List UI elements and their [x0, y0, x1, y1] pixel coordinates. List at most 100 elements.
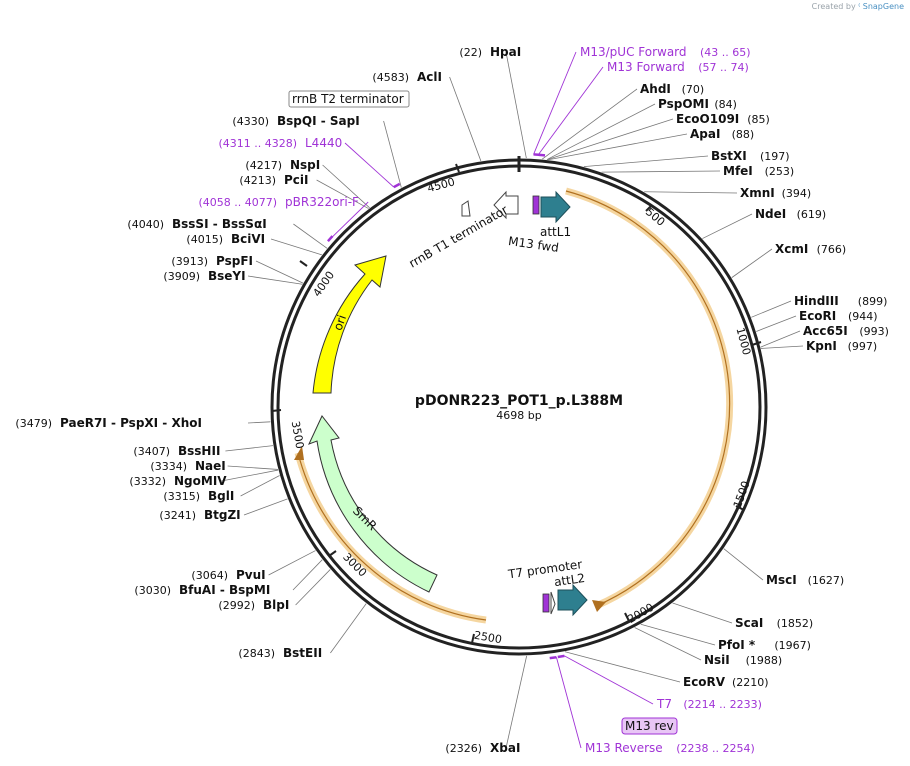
site-name: MscI [766, 573, 797, 587]
primer-m13-puc-forward: M13/pUC Forward(43 .. 65) [533, 45, 751, 157]
site-leader-line [293, 223, 328, 249]
site-position: (766) [817, 243, 847, 256]
primer-t7: T7(2214 .. 2233) [557, 654, 762, 711]
site-name: EcoRV [683, 675, 726, 689]
site-btgzi: BtgZI(3241) [159, 498, 288, 522]
site-leader-line [583, 155, 709, 167]
site-pvui: PvuI(3064) [191, 550, 316, 582]
primer-range: (2214 .. 2233) [683, 698, 762, 711]
site-name: NspI [290, 158, 320, 172]
site-ecori: EcoRI(944) [756, 309, 878, 332]
site-bseyi: BseYI(3909) [163, 269, 303, 285]
site-name: Acc65I [803, 324, 848, 338]
primer-m13-forward: M13 Forward(57 .. 74) [537, 60, 749, 157]
primer-leader-line [344, 142, 395, 188]
site-position: (4583) [372, 71, 409, 84]
site-leader-line [547, 118, 674, 160]
primer-binding-mark [327, 235, 334, 242]
site-leader-line [760, 330, 801, 348]
primer-leader-line [537, 66, 604, 156]
site-leader-line [383, 120, 402, 188]
site-acc65i: Acc65I (993) [760, 324, 889, 348]
site-msci: MscI(1627) [723, 548, 844, 587]
site-name: BstEII [283, 646, 322, 660]
site-leader-line [723, 548, 764, 581]
site-position: (993) [859, 325, 889, 338]
site-acli: AclI (4583) [372, 70, 482, 162]
site-position: (2210) [732, 676, 769, 689]
site-name: NgoMIV [174, 474, 227, 488]
attl2-arrow [557, 583, 588, 617]
site-leader-line [756, 315, 797, 332]
site-name: BciVI [231, 232, 265, 246]
tick-4500-label: 4500 [426, 175, 456, 195]
site-position: (3479) [15, 417, 52, 430]
site-leader-line [601, 170, 721, 173]
tick-1000 [751, 341, 762, 346]
site-name: XcmI [775, 242, 808, 256]
site-xbai: XbaI(2326) [445, 655, 528, 755]
site-name: PfoI * [718, 638, 756, 652]
site-position: (197) [760, 150, 790, 163]
site-position: (88) [732, 128, 755, 141]
orf-arc-main-head [592, 600, 606, 612]
site-position: (1852) [777, 617, 814, 630]
site-position: (3315) [163, 490, 200, 503]
attl1-label: attL1 [540, 225, 571, 239]
primer-range: (2238 .. 2254) [676, 742, 755, 755]
site-apai: ApaI (88) [548, 127, 755, 161]
tick-3500 [271, 409, 282, 412]
site-leader-line [546, 103, 656, 160]
primer-name: M13 Forward [607, 60, 685, 74]
site-leader-line [505, 51, 527, 159]
primer-binding-mark [393, 182, 401, 189]
site-name: AclI [417, 70, 442, 84]
site-name: ApaI [690, 127, 720, 141]
primer-leader-line [564, 655, 654, 705]
site-position: (4040) [127, 218, 164, 231]
site-pfoi: PfoI *(1967) [640, 623, 811, 652]
site-leader-line [240, 475, 280, 497]
rrnb-t2-label: rrnB T2 terminator [292, 92, 404, 106]
plasmid-name: pDONR223_POT1_p.L388M [415, 393, 623, 409]
site-position: (3030) [134, 584, 171, 597]
site-position: (3332) [129, 475, 166, 488]
restriction-sites: HpaI(22)AhdI(70)PspOMI(84)EcoO109I(85)Ap… [15, 45, 889, 755]
site-leader-line [243, 498, 288, 516]
t7-promoter-arrow [550, 591, 556, 615]
site-leader-line [634, 627, 702, 661]
site-xcmi: XcmI (766) [731, 242, 847, 278]
site-name: HpaI [490, 45, 521, 59]
primer-pbr322ori-f: (4058 .. 4077)pBR322ori-F [198, 195, 369, 242]
tick-4000-label: 4000 [310, 269, 337, 299]
primer-leader-line [327, 201, 369, 242]
site-hindiii: HindIII(899) [751, 294, 887, 318]
site-position: (22) [459, 46, 482, 59]
site-bcivi: BciVI(4015) [186, 232, 323, 256]
site-bstxi: BstXI(197) [583, 149, 790, 167]
tick-3000 [328, 550, 337, 557]
site-name: ScaI [735, 616, 763, 630]
site-name: EcoO109I [676, 112, 739, 126]
site-nspi: NspI (4217) [245, 158, 370, 209]
site-position: (4213) [239, 174, 276, 187]
site-leader-line [449, 76, 482, 162]
site-position: (3913) [171, 255, 208, 268]
site-position: (2843) [238, 647, 275, 660]
primer-m13-reverse: M13 Reverse (2238 .. 2254) [549, 655, 755, 755]
site-name: BssSI - BssSαI [172, 217, 267, 231]
orf-arc-smr-core [297, 452, 487, 621]
attl2-label: attL2 [553, 571, 586, 589]
site-pspfi: PspFI(3913) [171, 254, 304, 284]
primer-range: (4058 .. 4077) [198, 196, 277, 209]
site-ndei: NdeI(619) [702, 207, 826, 239]
site-leader-line [316, 179, 369, 209]
site-leader-line [292, 559, 323, 591]
site-ahdi: AhdI(70) [542, 82, 704, 160]
site-position: (4217) [245, 159, 282, 172]
tick-2000 [624, 612, 630, 622]
site-nsii: NsiI(1988) [634, 627, 782, 667]
credit-prefix: Created by [811, 2, 856, 11]
orf-arc-main-core [565, 190, 731, 607]
primer-name: M13 Reverse [585, 741, 663, 755]
